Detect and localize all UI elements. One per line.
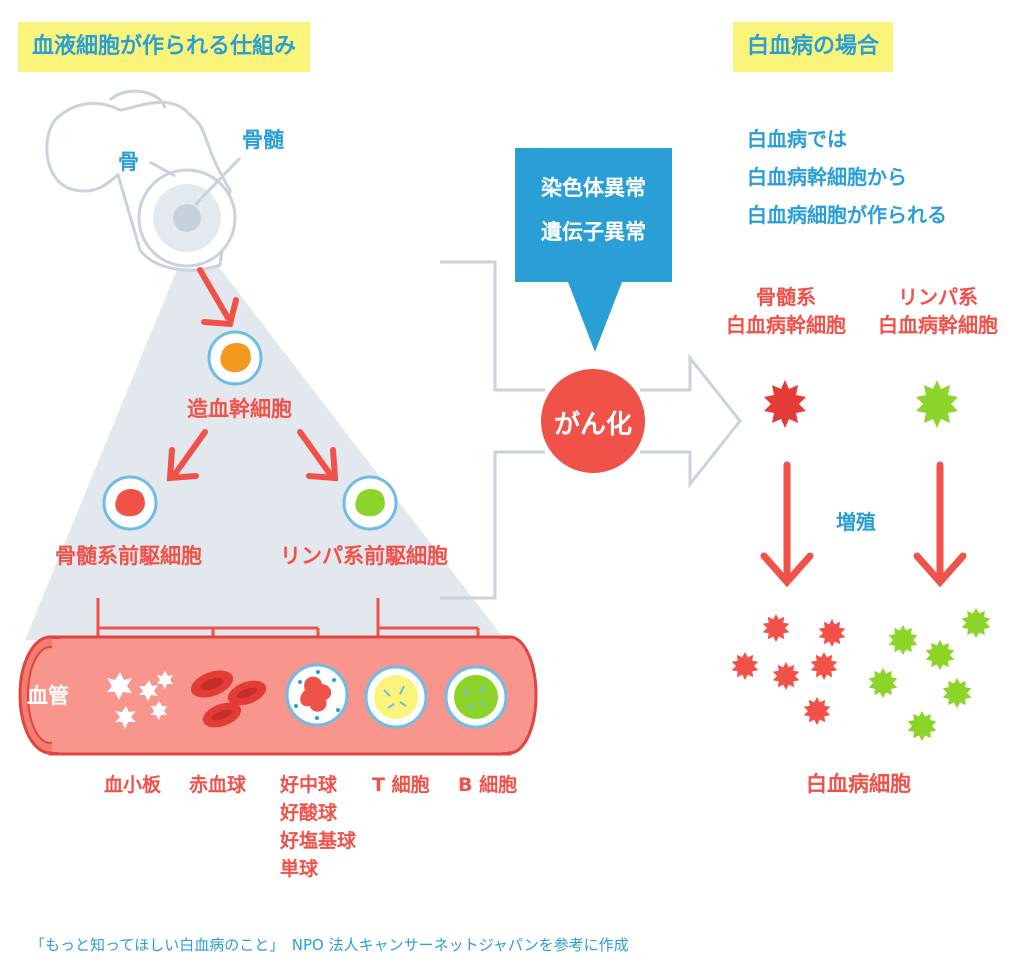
- rbc-label: 赤血球: [189, 774, 247, 796]
- red-leukemia-cell: [762, 614, 790, 642]
- green-leukemia-cell: [888, 625, 918, 655]
- leukemia-desc-line-3: 白血病細胞が作られる: [747, 203, 947, 227]
- granulocyte-label-4: 単球: [280, 858, 319, 880]
- marrow-core: [173, 204, 201, 232]
- cancer-circle: [541, 369, 645, 473]
- granulocyte-label-3: 好塩基球: [280, 830, 357, 852]
- cancer-label: がん化: [553, 410, 632, 440]
- lymphoid-progenitor-nucleus: [355, 489, 385, 517]
- red-leukemia-cell: [772, 662, 800, 690]
- myeloid-progenitor-nucleus: [115, 489, 145, 517]
- myeloid-leukemia-stem-line-2: 白血病幹細胞: [726, 313, 846, 337]
- granulocyte-icon: [285, 663, 349, 727]
- lymphoid-leukemia-stem-line-2: 白血病幹細胞: [878, 313, 998, 337]
- red-leukemia-cell: [810, 652, 838, 680]
- green-leukemia-cell: [942, 678, 972, 708]
- green-leukemia-cell: [925, 640, 955, 670]
- zoom-cone: [25, 262, 505, 640]
- lymphoid-progenitor-label: リンパ系前駆細胞: [280, 544, 448, 568]
- red-leukemia-cell: [818, 619, 846, 647]
- callout-text: 染色体異常 遺伝子異常: [515, 166, 672, 254]
- callout-line-1: 染色体異常: [541, 176, 646, 200]
- proliferation-arrows: [760, 461, 967, 588]
- marrow-label: 骨髄: [242, 128, 284, 152]
- green-leukemia-cell: [868, 668, 898, 698]
- myeloid-leukemia-stem-line-1: 骨髄系: [756, 285, 816, 309]
- footer-source: 「もっと知ってほしい白血病のこと」 NPO 法人キャンサーネットジャパンを参考に…: [30, 936, 629, 954]
- proliferation-label: 増殖: [836, 510, 876, 534]
- marrow-pointer: [193, 156, 242, 207]
- left-title: 血液細胞が作られる仕組み: [18, 22, 311, 72]
- bone-label: 骨: [118, 150, 139, 174]
- myeloid-leukemia-stem-cell: [764, 380, 806, 428]
- bone-pointer: [149, 160, 176, 178]
- green-leukemia-cell: [961, 608, 991, 638]
- leukemia-desc-line-1: 白血病では: [747, 127, 847, 151]
- granulocyte-label-1: 好中球: [280, 774, 338, 796]
- t-cell-label: T 細胞: [372, 774, 430, 796]
- callout-box: [515, 148, 672, 352]
- callout-line-2: 遺伝子異常: [541, 220, 646, 244]
- red-leukemia-cell: [803, 697, 831, 725]
- stem-cell-nucleus: [220, 343, 251, 373]
- blood-vessel: [18, 635, 538, 756]
- lymphoid-leukemia-stem-cell: [916, 380, 958, 428]
- red-leukemia-cell: [731, 652, 759, 680]
- leukemia-desc-line-2: 白血病幹細胞から: [747, 165, 907, 189]
- leukemia-cells-label: 白血病細胞: [806, 772, 911, 796]
- arrow-to-myeloid: [166, 429, 208, 482]
- arrow-to-stem: [197, 267, 239, 328]
- platelet-label: 血小板: [104, 774, 162, 796]
- lymphoid-leukemia-stem-label: リンパ系 白血病幹細胞: [862, 283, 1014, 339]
- platelets-icon: [107, 671, 173, 729]
- stem-cell-label: 造血幹細胞: [187, 397, 292, 421]
- granulocyte-label-2: 好酸球: [280, 802, 338, 824]
- b-cell-label: B 細胞: [458, 774, 518, 796]
- rbc-icon: [190, 670, 267, 728]
- arrow-to-lymphoid: [297, 429, 339, 482]
- green-leukemia-cell: [907, 711, 937, 741]
- right-title: 白血病の場合: [733, 22, 894, 72]
- vessel-label: 血管: [27, 684, 69, 708]
- big-arrow: [640, 353, 742, 489]
- leukemia-description: 白血病では 白血病幹細胞から 白血病細胞が作られる: [747, 120, 947, 234]
- cancer-connector: [440, 260, 545, 600]
- red-leukemia-cells: [731, 614, 846, 725]
- t-cell-icon: [364, 665, 428, 729]
- green-leukemia-cells: [868, 608, 991, 741]
- myeloid-leukemia-stem-label: 骨髄系 白血病幹細胞: [710, 283, 862, 339]
- lymphoid-leukemia-stem-line-1: リンパ系: [898, 285, 978, 309]
- myeloid-progenitor-label: 骨髄系前駆細胞: [55, 544, 202, 568]
- b-cell-icon: [444, 665, 508, 729]
